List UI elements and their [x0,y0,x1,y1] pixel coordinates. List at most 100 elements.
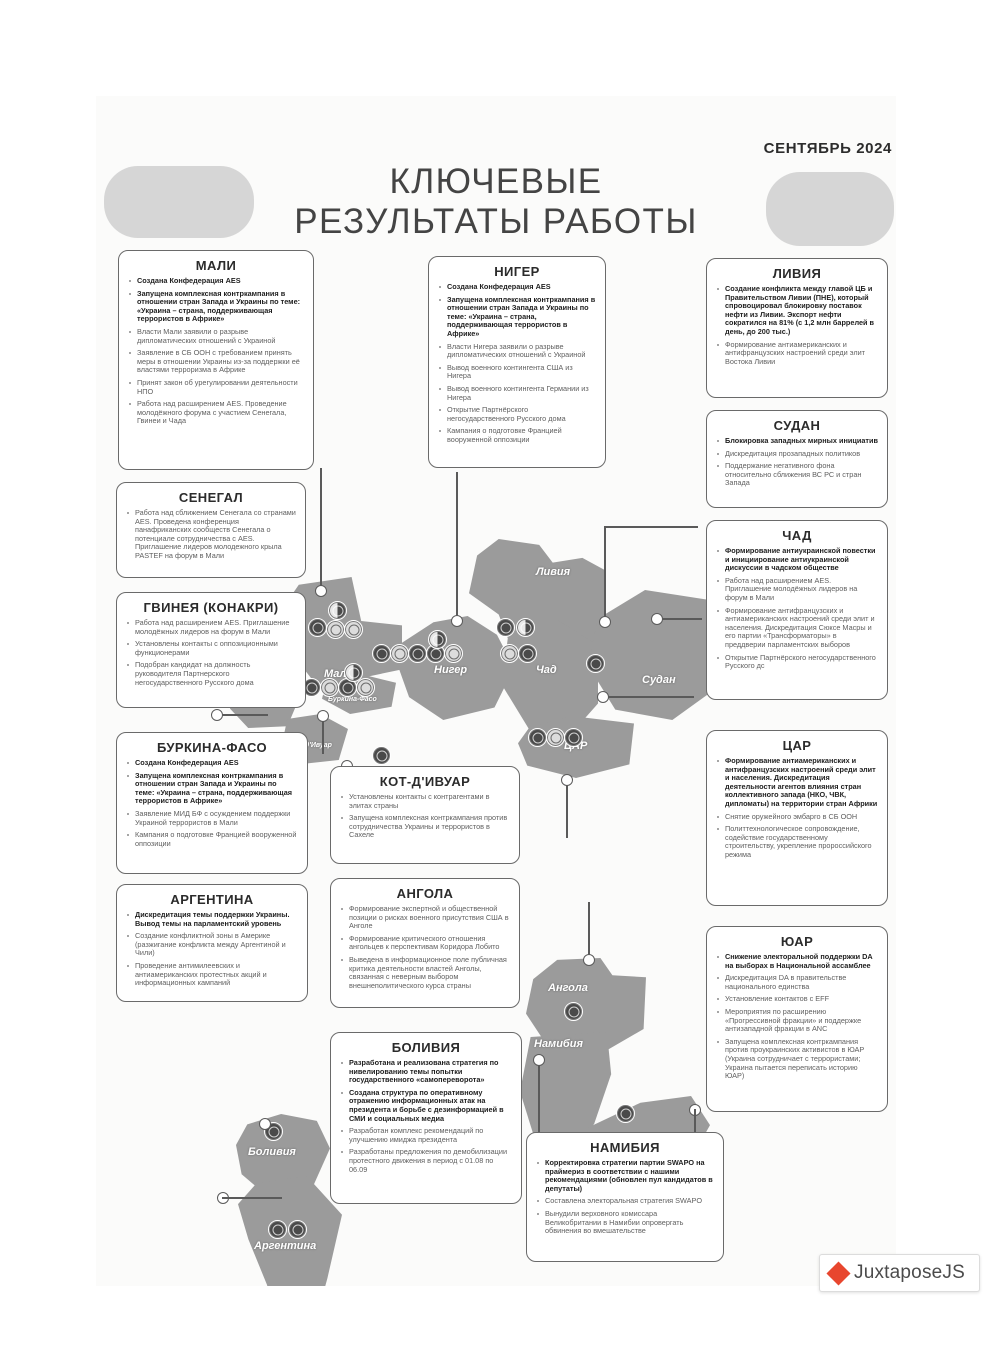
list-item: Составлена электоральная стратегия SWAPO [536,1197,714,1206]
map-label-libya: Ливия [536,566,571,578]
activity-medallion-icon [338,678,357,697]
card-title: СУДАН [773,418,821,433]
map-label-argentina: Аргентина [254,1240,317,1252]
card-libya[interactable]: ЛИВИЯ Создание конфликта между главой ЦБ… [706,258,888,398]
page-margin-left [0,0,96,1370]
juxtaposejs-watermark[interactable]: JuxtaposeJS [819,1254,980,1292]
list-item: Власти Нигера заявили о разрыве дипломат… [438,342,596,360]
card-niger[interactable]: НИГЕР Создана Конфедерация AES Запущена … [428,256,606,468]
page-margin-bottom [0,1286,992,1370]
card-mali[interactable]: МАЛИ Создана Конфедерация AES Запущена к… [118,250,314,470]
card-senegal[interactable]: СЕНЕГАЛ Работа над сближением Сенегала с… [116,482,306,578]
card-items: Блокировка западных мирных инициатив Дис… [716,436,878,488]
card-title: СЕНЕГАЛ [178,490,244,505]
connector-line [588,902,590,960]
card-guinea[interactable]: ГВИНЕЯ (КОНАКРИ) Работа над расширением … [116,592,306,708]
list-item: Открытие Партнёрского негосударственного… [716,654,878,671]
card-items: Работа над сближением Сенегала со страна… [126,508,296,561]
activity-medallion-icon [390,644,409,663]
list-item: Запущена комплексная контркампания проти… [340,813,510,840]
connector-node [211,709,223,721]
connector-line [456,472,458,620]
connector-node [451,615,463,627]
decorative-blob-right [766,172,894,246]
activity-medallion-icon [564,728,583,747]
card-burkina[interactable]: БУРКИНА-ФАСО Создана Конфедерация AES За… [116,732,308,874]
map-label-burkina: Буркина-Фасо [328,696,377,703]
list-item: Принят закон об урегулировании деятельно… [128,378,304,396]
activity-medallion-icon [320,678,339,697]
card-angola[interactable]: АНГОЛА Формирование экспертной и обществ… [330,878,520,1008]
list-item: Создана структура по оперативному отраже… [340,1088,512,1123]
list-item: Формирование экспертной и общественной п… [340,904,510,931]
page-title-line1: КЛЮЧЕВЫЕ [389,162,603,201]
page-margin-right [896,0,992,1370]
activity-medallion-icon [372,746,391,765]
card-bolivia[interactable]: БОЛИВИЯ Разработана и реализована страте… [330,1032,522,1204]
activity-medallion-icon [328,601,347,620]
connector-node [583,954,595,966]
connector-line [538,1058,540,1150]
list-item: Поддержание негативного фона относительн… [716,461,878,488]
list-item: Работа над расширением AES. Проведение м… [128,399,304,426]
card-title: АРГЕНТИНА [170,892,254,907]
card-title: ЮАР [780,934,814,949]
list-item: Дискредитация DA в правительстве национа… [716,973,878,991]
card-items: Создание конфликта между главой ЦБ и Пра… [716,284,878,366]
list-item: Кампания о подготовке Францией вооруженн… [438,426,596,444]
map-label-niger: Нигер [434,664,468,676]
card-items: Снижение электоральной поддержки DA на в… [716,952,878,1081]
card-argentina[interactable]: АРГЕНТИНА Дискредитация темы поддержки У… [116,884,308,1002]
list-item: Создание конфликтной зоны в Америке (раз… [126,931,298,958]
list-item: Проведение антимилеевских и антиамерикан… [126,961,298,988]
activity-medallion-icon [356,678,375,697]
watermark-label: JuxtaposeJS [854,1262,965,1283]
card-car[interactable]: ЦАР Формирование антиамериканских и анти… [706,730,888,906]
list-item: Открытие Партнёрского негосударственного… [438,405,596,423]
card-namibia[interactable]: НАМИБИЯ Корректировка стратегии партии S… [526,1132,724,1262]
card-items: Корректировка стратегии партии SWAPO на … [536,1158,714,1236]
decorative-blob-left [104,166,254,238]
card-title: БОЛИВИЯ [391,1040,461,1055]
card-cotedivoire[interactable]: КОТ-Д'ИВУАР Установлены контакты с контр… [330,766,520,864]
list-item: Формирование антиукраинской повестки и и… [716,546,878,573]
activity-medallion-icon [344,620,363,639]
activity-medallion-icon [528,728,547,747]
list-item: Запущена комплексная контркампания проти… [716,1037,878,1081]
list-item: Подобран кандидат на должность руководит… [126,661,296,687]
card-items: Дискредитация темы поддержки Украины. Вы… [126,910,298,988]
list-item: Установлены контакты с оппозиционными фу… [126,639,296,657]
activity-medallion-icon [586,654,605,673]
card-items: Формирование антиукраинской повестки и и… [716,546,878,671]
page-title-line2: РЕЗУЛЬТАТЫ РАБОТЫ [294,202,698,241]
list-item: Заявление МИД БФ с осуждением поддержки … [126,809,298,827]
list-item: Разработана и реализована стратегия по н… [340,1058,512,1085]
list-item: Формирование критического отношения анго… [340,934,510,952]
map-label-sudan: Судан [642,674,676,686]
map-label-angola: Ангола [548,982,588,994]
connector-line [320,468,322,590]
card-title: МАЛИ [195,258,237,273]
connector-line [216,714,268,716]
card-sudan[interactable]: СУДАН Блокировка западных мирных инициат… [706,410,888,508]
page-title: КЛЮЧЕВЫЕ РЕЗУЛЬТАТЫ РАБОТЫ [0,162,992,242]
list-item: Дискредитация темы поддержки Украины. Вы… [126,910,298,928]
connector-node [599,616,611,628]
card-chad[interactable]: ЧАД Формирование антиукраинской повестки… [706,520,888,700]
activity-medallion-icon [268,1220,287,1239]
list-item: Создана Конфедерация AES [438,282,596,292]
card-southafrica[interactable]: ЮАР Снижение электоральной поддержки DA … [706,926,888,1112]
list-item: Мероприятия по расширению «Прогрессивной… [716,1007,878,1034]
card-items: Формирование экспертной и общественной п… [340,904,510,990]
connector-node [315,585,327,597]
card-title: ГВИНЕЯ (КОНАКРИ) [143,600,279,615]
list-item: Запущена комплексная контркампания в отн… [126,771,298,806]
map-label-chad: Чад [536,664,557,676]
list-item: Установлены контакты с контрагентами в э… [340,792,510,810]
card-items: Создана Конфедерация AES Запущена компле… [438,282,596,445]
list-item: Кампания о подготовке Францией вооруженн… [126,830,298,848]
activity-medallion-icon [308,618,327,637]
list-item: Создана Конфедерация AES [128,276,304,286]
card-title: НАМИБИЯ [590,1140,660,1155]
card-title: ЧАД [782,528,812,543]
